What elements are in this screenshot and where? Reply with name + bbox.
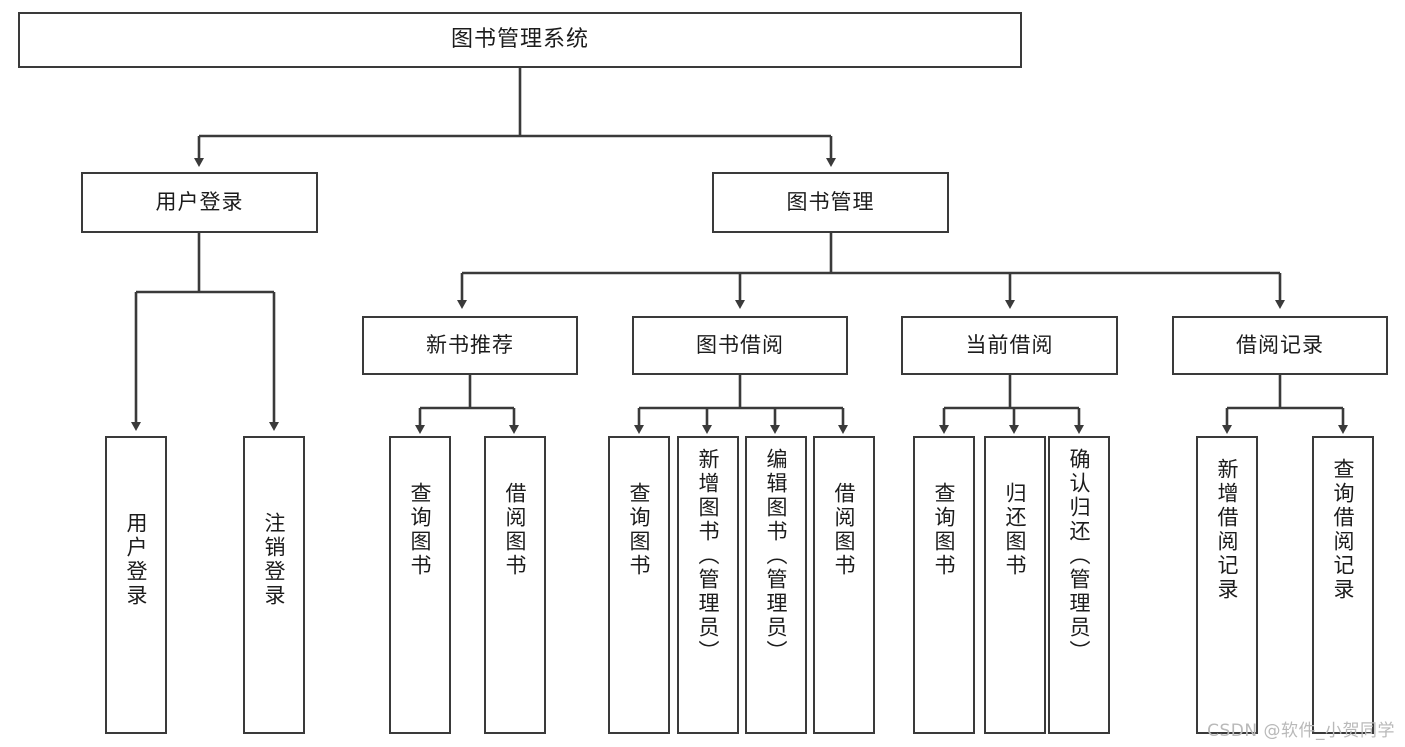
node-label: 借阅记录 — [1236, 332, 1324, 357]
leaf-return-book[interactable]: 归还图书 — [984, 436, 1046, 734]
node-label: 图书管理系统 — [450, 26, 589, 52]
node-label: 用户登录 — [155, 189, 244, 214]
node-label: 注销登录 — [262, 512, 287, 608]
node-root-system[interactable]: 图书管理系统 — [18, 12, 1022, 68]
node-label: 查询图书 — [627, 482, 652, 578]
node-label: 编辑图书（管理员） — [764, 448, 789, 664]
node-label: 新书推荐 — [426, 332, 514, 357]
leaf-query-book-current[interactable]: 查询图书 — [913, 436, 975, 734]
node-label: 图书管理 — [786, 189, 875, 214]
leaf-query-book-recommend[interactable]: 查询图书 — [389, 436, 451, 734]
node-label: 查询借阅记录 — [1331, 458, 1356, 602]
node-borrow-record[interactable]: 借阅记录 — [1172, 316, 1388, 375]
node-label: 当前借阅 — [965, 332, 1054, 357]
node-label: 新增图书（管理员） — [696, 448, 721, 664]
node-label: 借阅图书 — [832, 482, 857, 578]
node-label: 查询图书 — [408, 482, 433, 578]
node-label: 用户登录 — [124, 512, 149, 608]
node-label: 归还图书 — [1003, 482, 1028, 578]
node-label: 确认归还（管理员） — [1067, 448, 1092, 664]
node-book-borrow[interactable]: 图书借阅 — [632, 316, 848, 375]
node-user-login[interactable]: 用户登录 — [81, 172, 318, 233]
node-label: 查询图书 — [932, 482, 957, 578]
node-label: 新增借阅记录 — [1215, 458, 1240, 602]
node-label: 图书借阅 — [696, 332, 784, 357]
leaf-borrow-book[interactable]: 借阅图书 — [813, 436, 875, 734]
csdn-watermark: CSDN @软件_小贺同学 — [1207, 721, 1395, 741]
leaf-add-book-admin[interactable]: 新增图书（管理员） — [677, 436, 739, 734]
node-book-management[interactable]: 图书管理 — [712, 172, 949, 233]
node-label: 借阅图书 — [503, 482, 528, 578]
leaf-query-book-borrow[interactable]: 查询图书 — [608, 436, 670, 734]
leaf-confirm-return-admin[interactable]: 确认归还（管理员） — [1048, 436, 1110, 734]
node-current-borrow[interactable]: 当前借阅 — [901, 316, 1118, 375]
leaf-logout[interactable]: 注销登录 — [243, 436, 305, 734]
leaf-query-borrow-record[interactable]: 查询借阅记录 — [1312, 436, 1374, 734]
leaf-add-borrow-record[interactable]: 新增借阅记录 — [1196, 436, 1258, 734]
leaf-user-login[interactable]: 用户登录 — [105, 436, 167, 734]
node-new-book-recommend[interactable]: 新书推荐 — [362, 316, 578, 375]
leaf-edit-book-admin[interactable]: 编辑图书（管理员） — [745, 436, 807, 734]
leaf-borrow-book-recommend[interactable]: 借阅图书 — [484, 436, 546, 734]
